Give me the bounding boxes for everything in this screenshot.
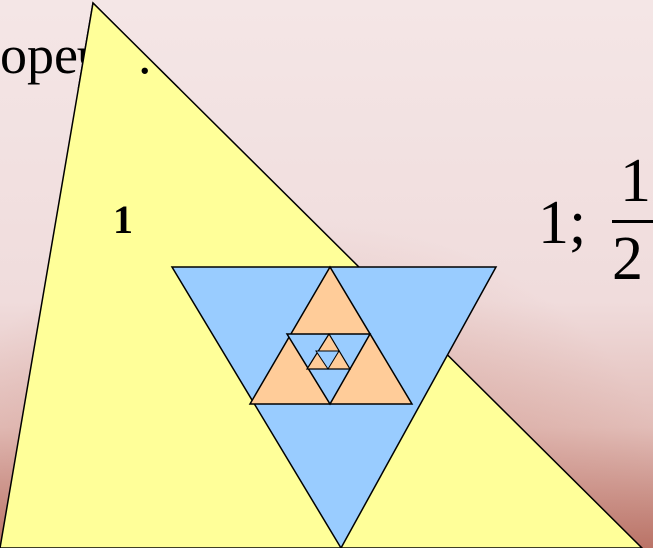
blue-triangle [170, 266, 498, 548]
background-text-fragment-tail: . [138, 25, 152, 85]
formula-prefix: 1; [538, 189, 587, 257]
triangle-label: 1 [113, 197, 133, 242]
fraction-bar [612, 220, 653, 223]
blue-triangle-level-5 [315, 350, 340, 370]
fraction-denominator: 2 [612, 225, 643, 293]
fraction-numerator: 1 [620, 147, 651, 215]
yellow-triangle-top-overlay [0, 3, 642, 548]
